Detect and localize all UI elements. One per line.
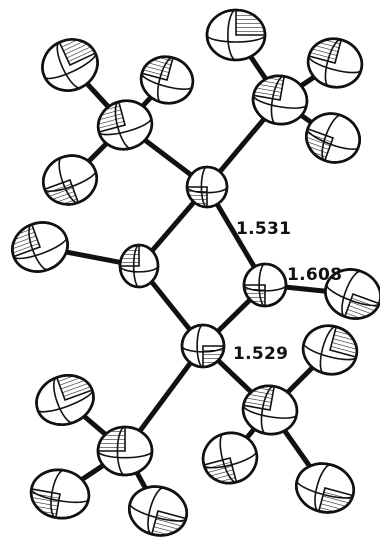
atom-ur-quaternary-ellipsoid xyxy=(251,74,309,126)
atom-ll-methyl-a-ellipsoid xyxy=(35,374,95,426)
atom-ul-methyl-b-ellipsoid xyxy=(139,55,195,105)
atom-left-ring-ellipsoid xyxy=(118,243,160,289)
atom-left-terminal-ellipsoid xyxy=(11,221,69,273)
atom-ll-quaternary-ellipsoid xyxy=(96,425,154,477)
atom-ur-methyl-a-ellipsoid xyxy=(205,8,267,62)
bond-length-label-1: 1.531 xyxy=(236,219,292,239)
atom-lr-methyl-c-ellipsoid xyxy=(295,462,355,514)
bond-length-label-2: 1.608 xyxy=(287,265,343,285)
bond-length-label-3: 1.529 xyxy=(233,344,289,364)
atom-right-terminal-ellipsoid xyxy=(324,268,380,320)
atom-ul-methyl-a-ellipsoid xyxy=(41,38,99,92)
atom-layer xyxy=(11,8,380,537)
atom-lower-central-ellipsoid xyxy=(180,323,226,369)
atom-upper-central-ellipsoid xyxy=(185,165,229,209)
atom-lr-quaternary-ellipsoid xyxy=(241,384,299,436)
atom-lr-methyl-b-ellipsoid xyxy=(201,431,259,485)
atom-ll-methyl-c-ellipsoid xyxy=(128,485,188,537)
atom-right-ring-ellipsoid xyxy=(242,262,288,308)
atom-ul-quaternary-ellipsoid xyxy=(96,99,154,151)
atom-ul-methyl-c-ellipsoid xyxy=(42,154,98,206)
atom-ur-methyl-c-ellipsoid xyxy=(305,112,361,164)
atom-ll-methyl-b-ellipsoid xyxy=(29,468,91,520)
atom-ur-methyl-b-ellipsoid xyxy=(306,37,364,89)
atom-lr-methyl-a-ellipsoid xyxy=(301,324,359,376)
